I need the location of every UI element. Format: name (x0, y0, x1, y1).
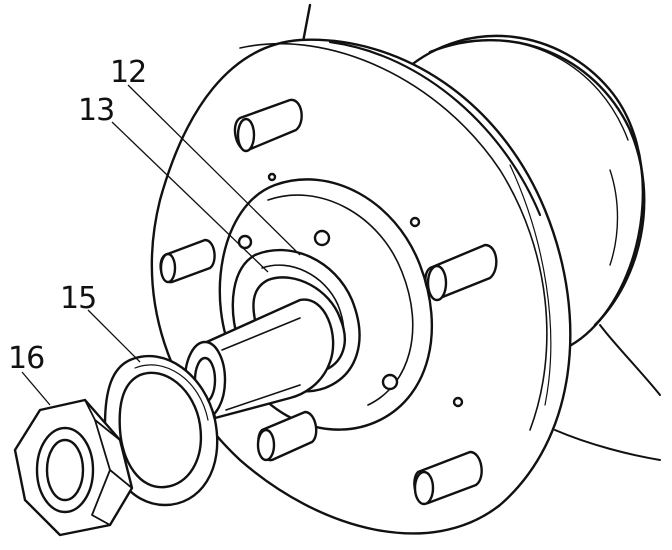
leader-16 (21, 371, 51, 406)
wheel-stud-bottom-right (413, 450, 483, 506)
hub-nut (13, 398, 134, 537)
callout-12: 12 (110, 55, 146, 90)
leader-13 (111, 121, 269, 273)
flange-hole-3 (237, 234, 253, 250)
wheel-stud-top (233, 98, 303, 153)
callout-15: 15 (60, 281, 96, 316)
flange-hole-2 (381, 373, 399, 391)
leader-15 (87, 309, 141, 363)
leader-12 (127, 84, 301, 256)
rotor-hole-2 (452, 396, 464, 408)
wheel-stud-right (424, 243, 498, 302)
flange-hole-1 (313, 229, 331, 247)
rotor-hole-3 (267, 172, 277, 182)
callout-13: 13 (78, 93, 114, 128)
rotor-hole-1 (409, 216, 421, 228)
brake-drum (403, 34, 661, 461)
wheel-stud-left (159, 238, 216, 284)
drum-stud-line (301, 3, 312, 44)
callout-16: 16 (8, 341, 44, 376)
wheel-stud-bottom-left (256, 410, 318, 462)
leader-lines (21, 84, 301, 406)
thrust-washer (103, 354, 219, 507)
